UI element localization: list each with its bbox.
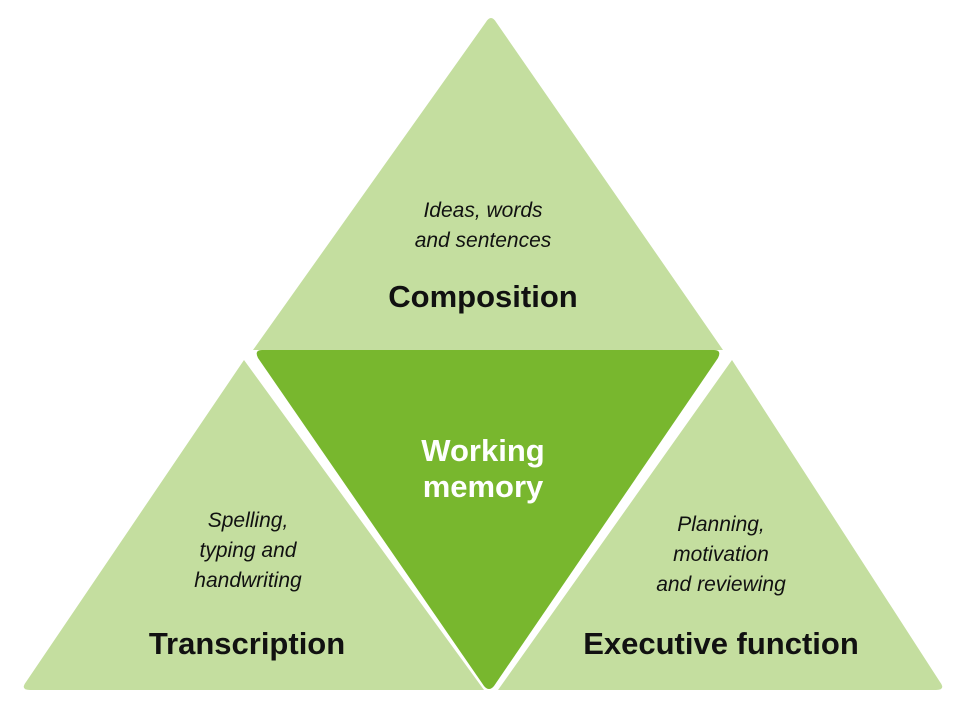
transcription-title: Transcription [148, 626, 346, 661]
working-memory-triangle [256, 350, 720, 689]
transcription-subtitle: Spelling, typing and handwriting [194, 509, 302, 592]
executive-function-triangle [498, 360, 943, 690]
executive-function-title: Executive function [583, 626, 859, 661]
composition-title: Composition [388, 279, 578, 314]
composition-subtitle: Ideas, words and sentences [414, 199, 552, 252]
transcription-triangle [23, 360, 484, 690]
executive-function-subtitle: Planning, motivation and reviewing [656, 513, 786, 596]
working-memory-title: Working memory [421, 433, 545, 504]
composition-triangle [253, 18, 723, 350]
